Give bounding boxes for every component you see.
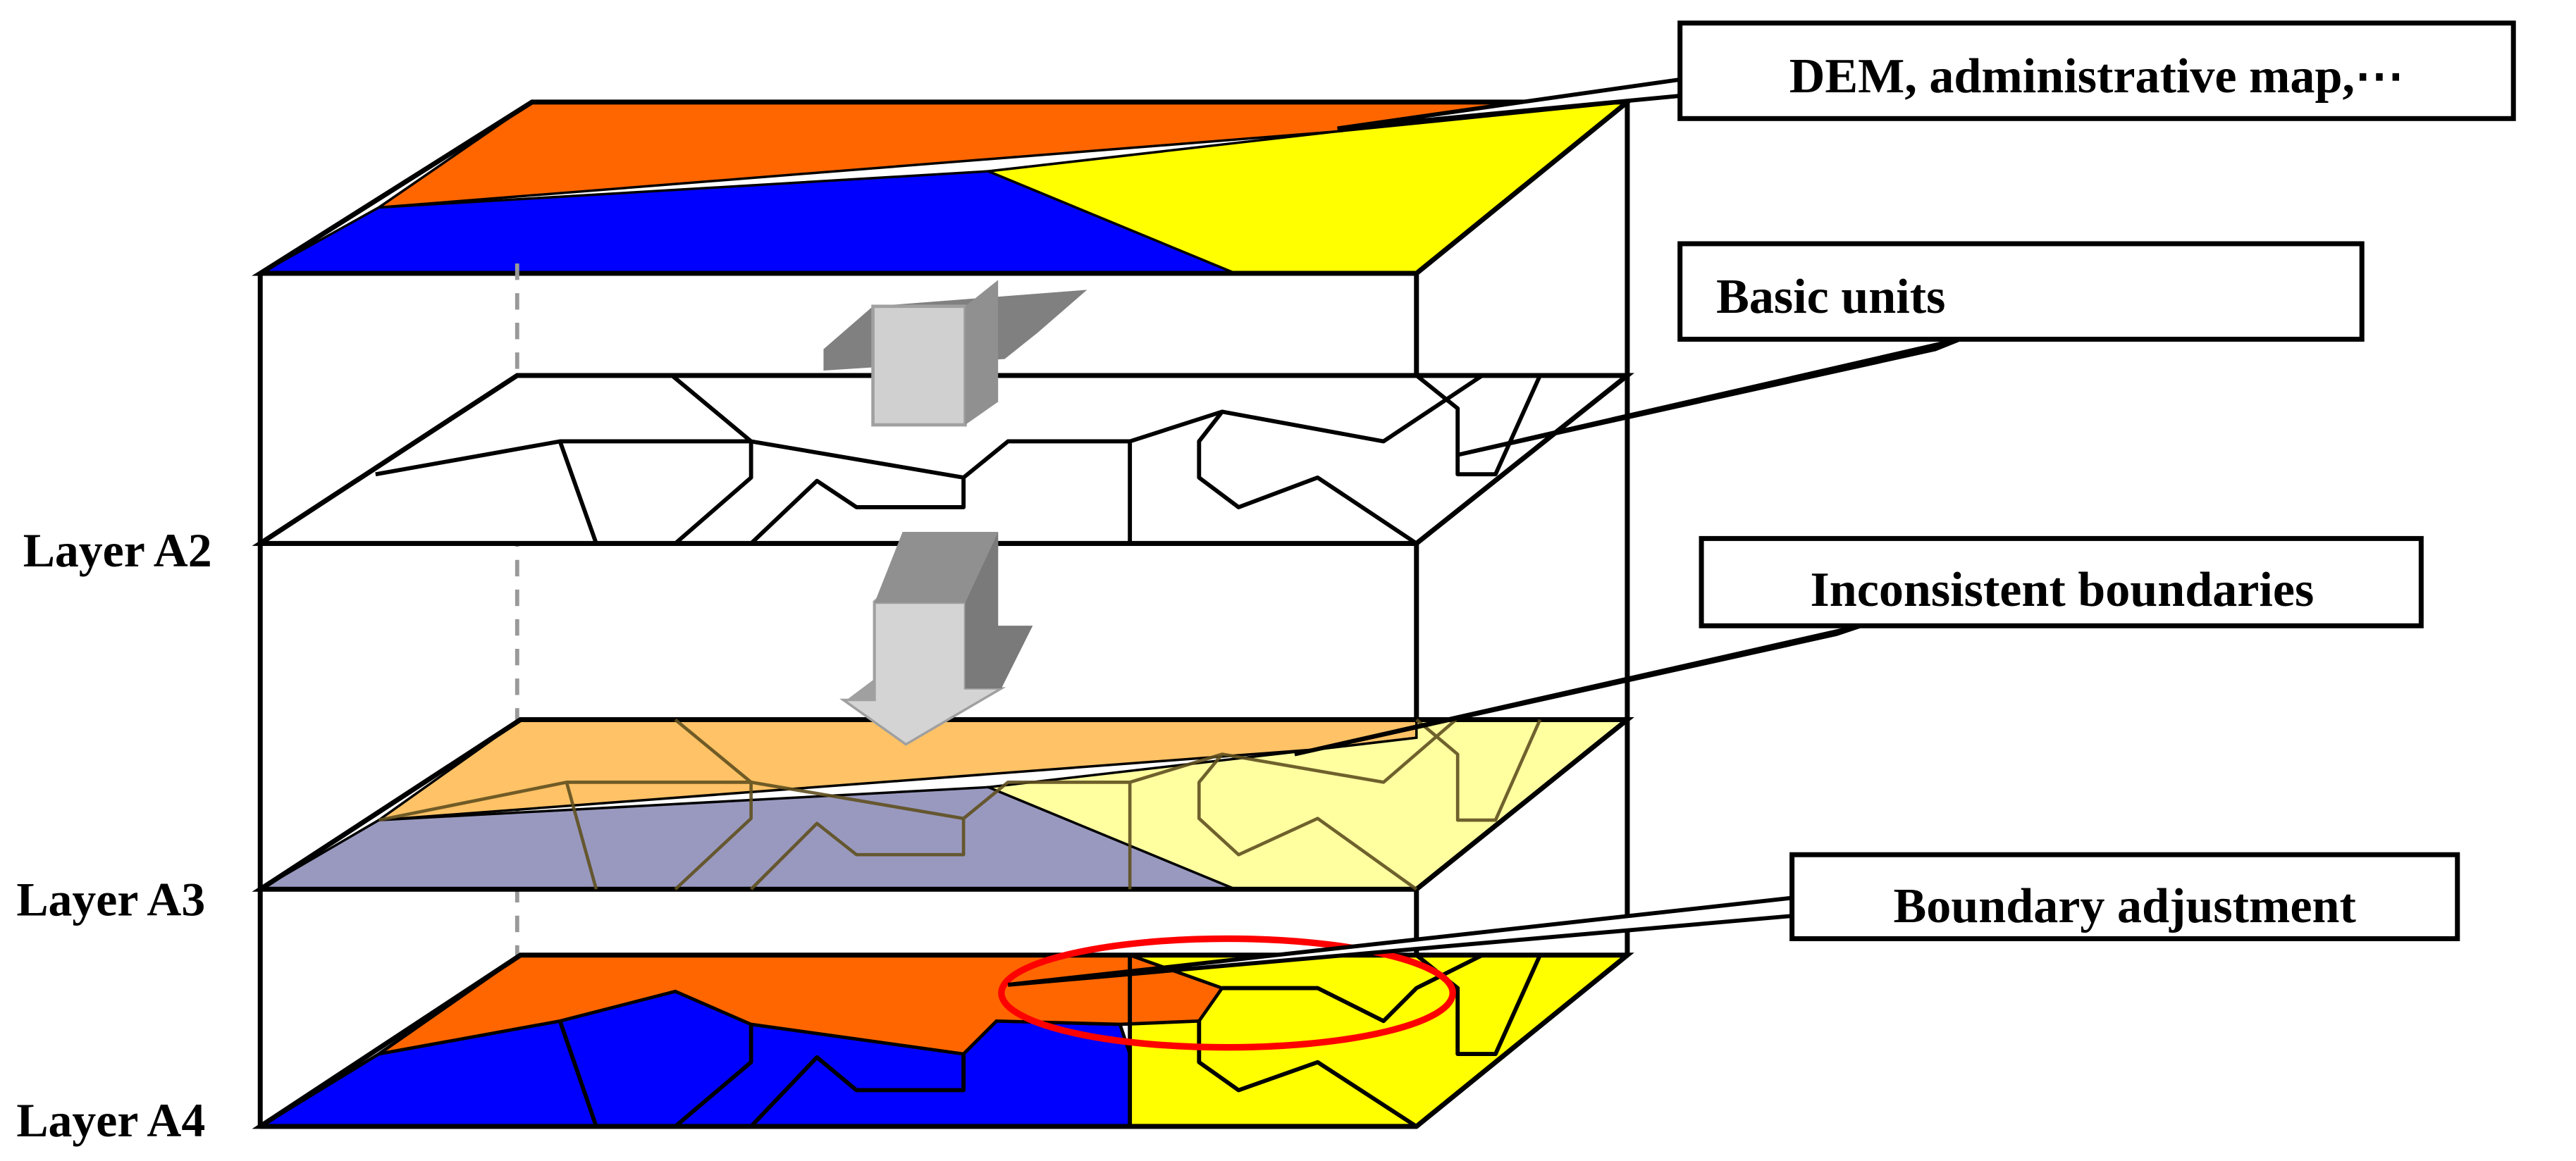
layer-a3-label: Layer A3: [16, 874, 205, 926]
callout-dem: DEM, administrative map,⋯: [1677, 20, 2516, 121]
basic-units-callout-pointer: [1458, 337, 1961, 457]
arrow-down-1: [823, 280, 1087, 427]
callout-pointers: [1007, 76, 1961, 987]
callout-dem-text: DEM, administrative map,⋯: [1789, 49, 2404, 104]
layer-a4-adjusted: [252, 935, 1634, 1129]
callout-inconsistent: Inconsistent boundaries: [1699, 535, 2424, 628]
arrow-down-2: [839, 532, 1033, 746]
layer-a2-plane: [252, 373, 1634, 546]
callout-adjustment: Boundary adjustment: [1789, 852, 2460, 941]
callout-basic-units-text: Basic units: [1716, 270, 1945, 324]
callout-basic-units: Basic units: [1677, 241, 2365, 342]
boundary-adjustment-highlight: [998, 935, 1456, 1051]
top-layer-maps: [252, 99, 1634, 276]
layer-a3-overlay: [252, 717, 1634, 892]
inconsistent-callout-pointer: [1294, 623, 1862, 757]
layer-a3-outline: [252, 717, 1634, 892]
layer-a2-label: Layer A2: [23, 524, 212, 577]
callout-adjustment-text: Boundary adjustment: [1894, 879, 2357, 933]
callout-inconsistent-text: Inconsistent boundaries: [1810, 563, 2314, 617]
layer-a4-outline: [252, 952, 1634, 1129]
layer-a4-label: Layer A4: [16, 1094, 205, 1147]
